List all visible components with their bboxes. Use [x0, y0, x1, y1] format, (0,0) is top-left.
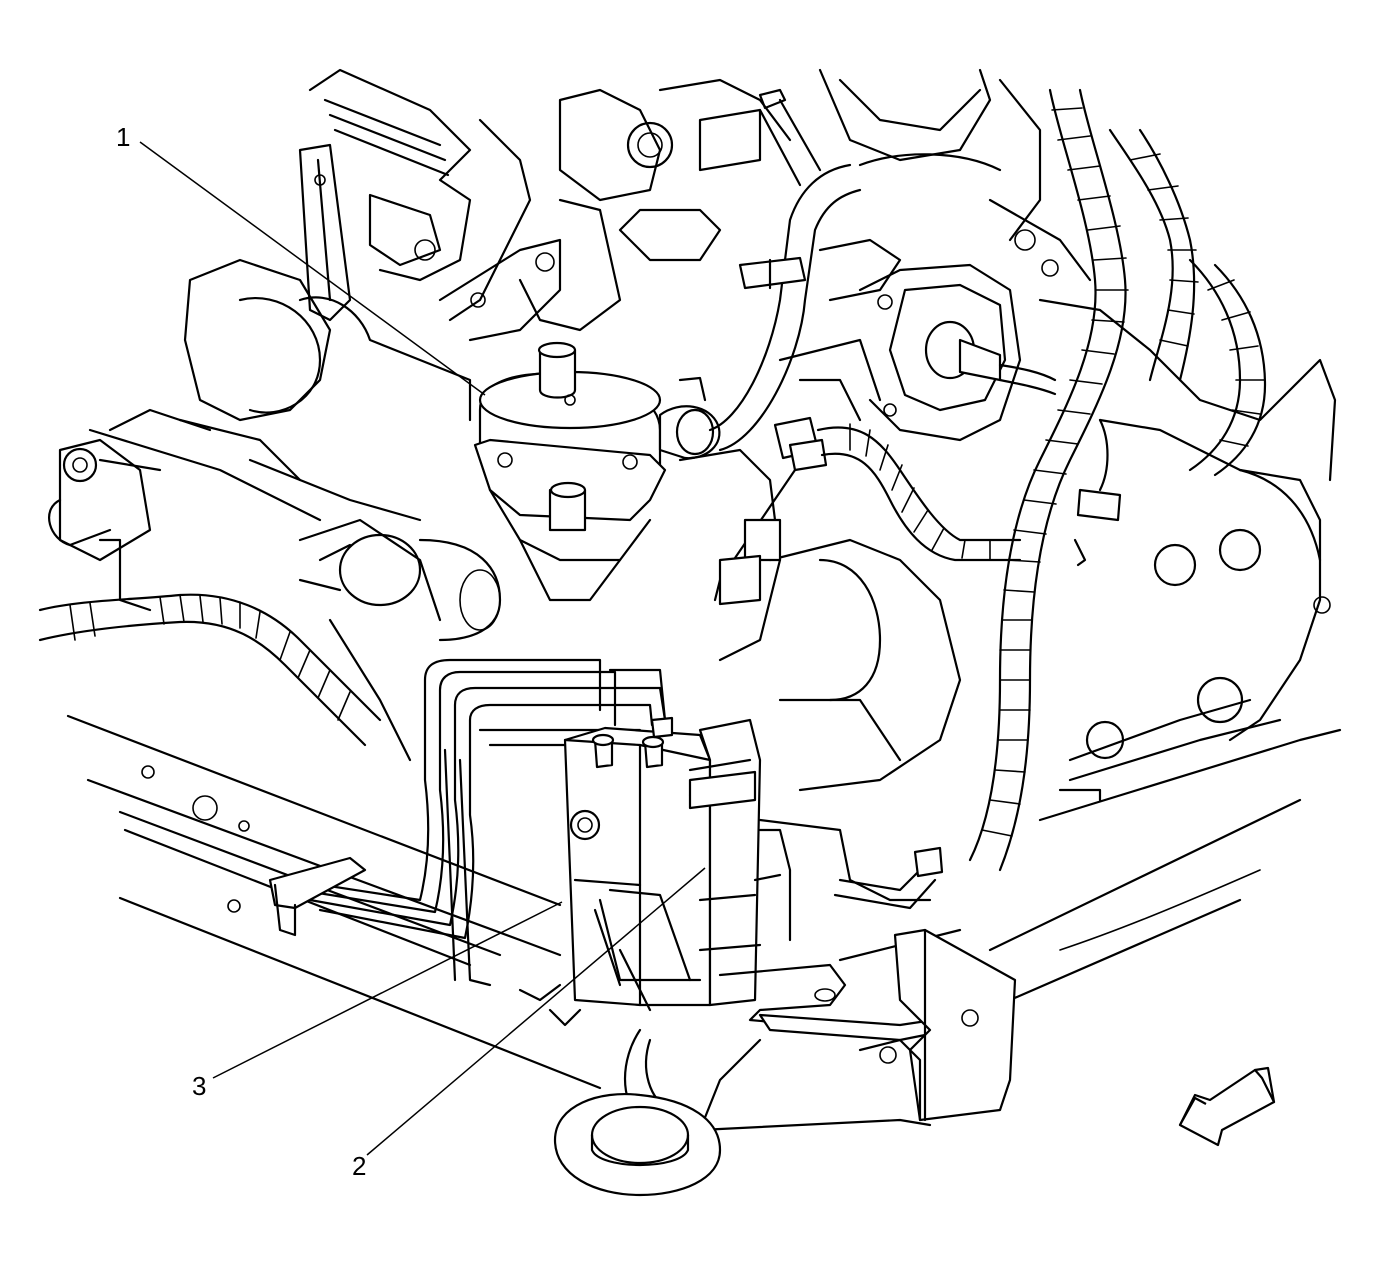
callout-leader-3 [212, 901, 563, 1079]
callout-leader-1 [139, 141, 486, 396]
callout-leaders [139, 141, 706, 1156]
lower-frame-mount [518, 818, 1017, 1197]
callout-label-1: 1 [116, 122, 131, 152]
callout-label-2: 2 [352, 1151, 367, 1181]
left-engine-area [48, 258, 502, 762]
abs-module [563, 716, 792, 1012]
upper-hoses [738, 88, 1002, 302]
brake-lines [268, 658, 944, 987]
center-connector-harness [713, 416, 1022, 606]
front-direction-arrow-icon [1178, 1066, 1276, 1147]
secondary-air-injection-pump [473, 163, 862, 602]
engine-block [298, 68, 1092, 342]
left-wiring-harness [38, 593, 382, 747]
mounting-bracket [778, 263, 1057, 442]
right-wiring-harness [968, 88, 1267, 872]
callout-leader-2 [366, 867, 706, 1156]
callout-label-3: 3 [192, 1071, 207, 1101]
